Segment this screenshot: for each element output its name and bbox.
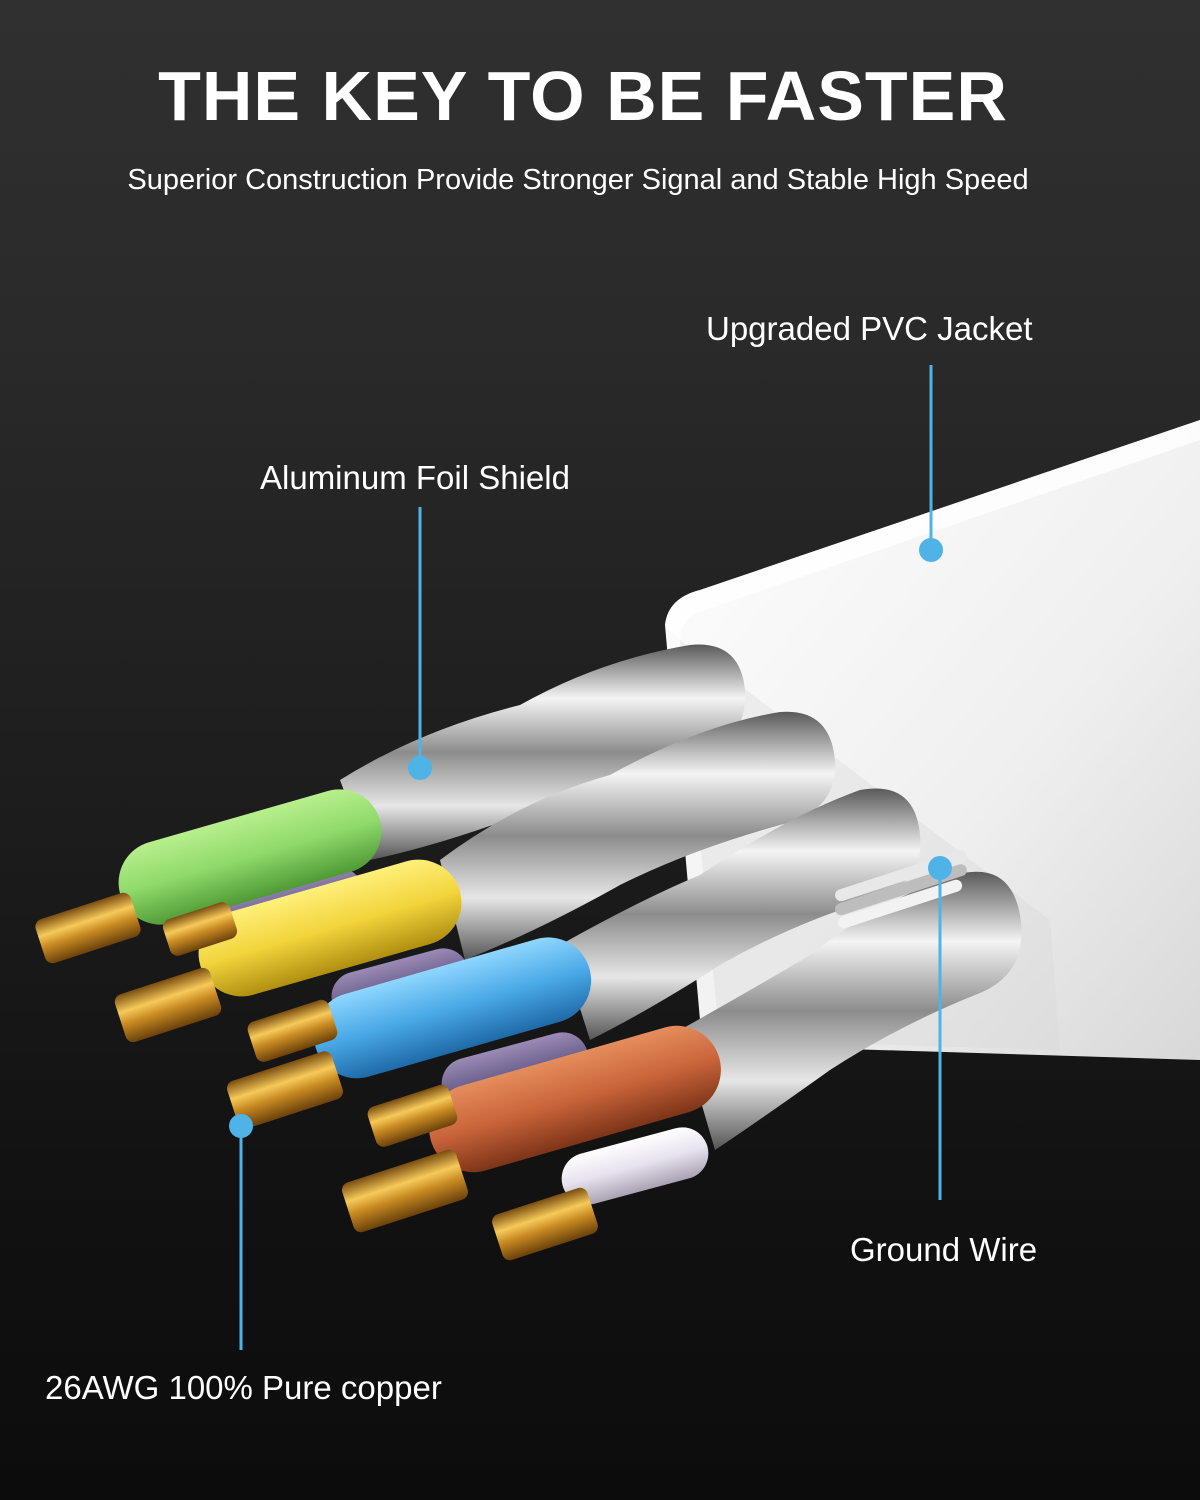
callout-copper <box>229 1114 253 1350</box>
foil-shield-pairs <box>340 644 1022 1150</box>
label-copper-conductor: 26AWG 100% Pure copper <box>45 1369 442 1406</box>
colored-wires <box>118 789 721 1173</box>
callout-ground-wire <box>928 856 952 1200</box>
label-pvc-jacket: Upgraded PVC Jacket <box>706 310 1033 347</box>
copper-conductors <box>35 892 598 1261</box>
callout-pvc-jacket <box>919 365 943 562</box>
page-title: THE KEY TO BE FASTER <box>158 57 1008 135</box>
callout-foil-shield <box>408 507 432 780</box>
label-ground-wire: Ground Wire <box>850 1231 1038 1268</box>
page-subtitle: Superior Construction Provide Stronger S… <box>127 164 1029 196</box>
label-foil-shield: Aluminum Foil Shield <box>260 459 570 496</box>
